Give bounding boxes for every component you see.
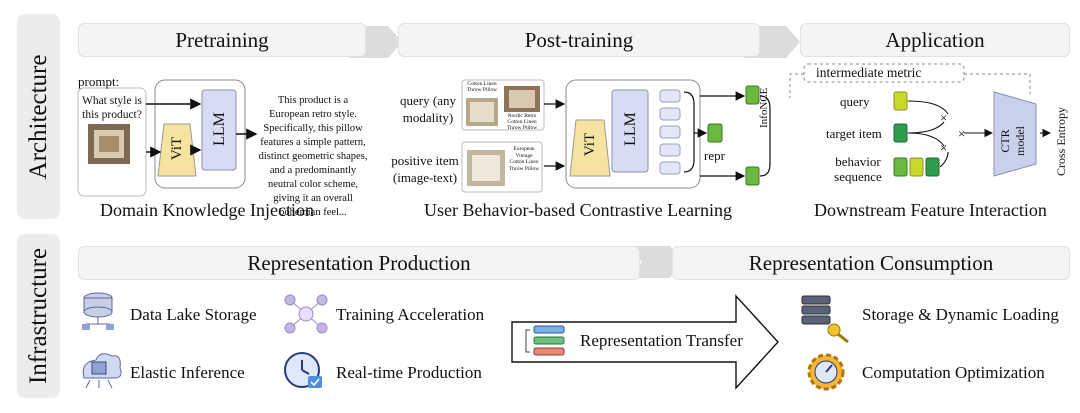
query-card-text-top: Cotton Linen Throw Pillow [466, 81, 498, 93]
stage-pretraining: Pretraining [78, 23, 366, 57]
query-label: query (any modality) [400, 93, 456, 125]
posttrain-llm-shape [611, 89, 649, 173]
neural-network-icon [284, 294, 328, 334]
server-key-icon [801, 295, 849, 344]
server-stack-icon [525, 325, 565, 356]
clock-check-icon [284, 352, 322, 388]
realtime-production-label: Real-time Production [336, 363, 482, 382]
stage-pretraining-label: Pretraining [175, 27, 269, 52]
gear-gauge-icon [807, 353, 845, 391]
token-column [659, 89, 681, 175]
stage-post-training-label: Post-training [524, 27, 634, 52]
positive-card-text: European Vintage Cotton Linen Throw Pill… [508, 146, 540, 172]
application-caption: Downstream Feature Interaction [814, 200, 1047, 220]
pretrain-llm-shape [201, 89, 237, 171]
pretraining-caption: Domain Knowledge Injection [100, 200, 314, 220]
stage-post-training: Post-training [398, 23, 760, 57]
transfer-label: Representation Transfer [580, 331, 743, 350]
production-title: Representation Production [247, 250, 471, 275]
computation-opt-label: Computation Optimization [862, 363, 1045, 382]
database-icon [82, 292, 114, 330]
stage-application-label: Application [885, 27, 985, 52]
app-target-item-label: target item [826, 126, 882, 141]
app-query-label: query [840, 94, 870, 109]
cloud-chip-icon [82, 353, 122, 389]
consumption-title: Representation Consumption [748, 250, 994, 275]
ctr-model-shape [993, 91, 1037, 177]
architecture-sidebar: Architecture [17, 14, 60, 219]
storage-loading-label: Storage & Dynamic Loading [862, 305, 1059, 324]
post-training-caption: User Behavior-based Contrastive Learning [424, 200, 733, 220]
query-card-text-bottom: Nordic Retro Cotton Linen Throw Pillow [506, 113, 538, 131]
prompt-question: What style is this product? [81, 95, 143, 121]
production-header: Representation Production [78, 246, 640, 280]
intermediate-metric-label: intermediate metric [816, 65, 922, 80]
svg-text:×: × [958, 126, 965, 141]
infrastructure-sidebar: Infrastructure [17, 234, 60, 398]
app-behavior-label: behavior sequence [834, 154, 882, 184]
intermediate-metric-box [803, 63, 965, 83]
consumption-header: Representation Consumption [672, 246, 1070, 280]
elastic-inference-label: Elastic Inference [130, 363, 245, 382]
prompt-label: prompt: [78, 74, 120, 89]
repr-label: repr [704, 148, 725, 163]
pretrain-vit-shape [157, 123, 197, 177]
data-lake-label: Data Lake Storage [130, 305, 257, 324]
query-embedding [745, 85, 760, 105]
behavior-feature-2 [909, 157, 924, 177]
behavior-feature-3 [925, 157, 940, 177]
positive-item-label: positive item (image-text) [391, 153, 459, 185]
repr-block [707, 123, 723, 143]
training-accel-label: Training Acceleration [336, 305, 485, 324]
stage-application: Application [800, 23, 1070, 57]
positive-embedding [745, 166, 760, 186]
behavior-feature-1 [893, 157, 908, 177]
svg-text:×: × [940, 140, 947, 155]
transfer-arrow [511, 294, 779, 390]
target-item-feature [893, 123, 908, 143]
posttrain-vit-shape [569, 119, 611, 177]
svg-text:×: × [940, 110, 947, 125]
query-feature [893, 91, 908, 111]
pretrain-output-text: This product is a European retro style. … [258, 95, 368, 218]
